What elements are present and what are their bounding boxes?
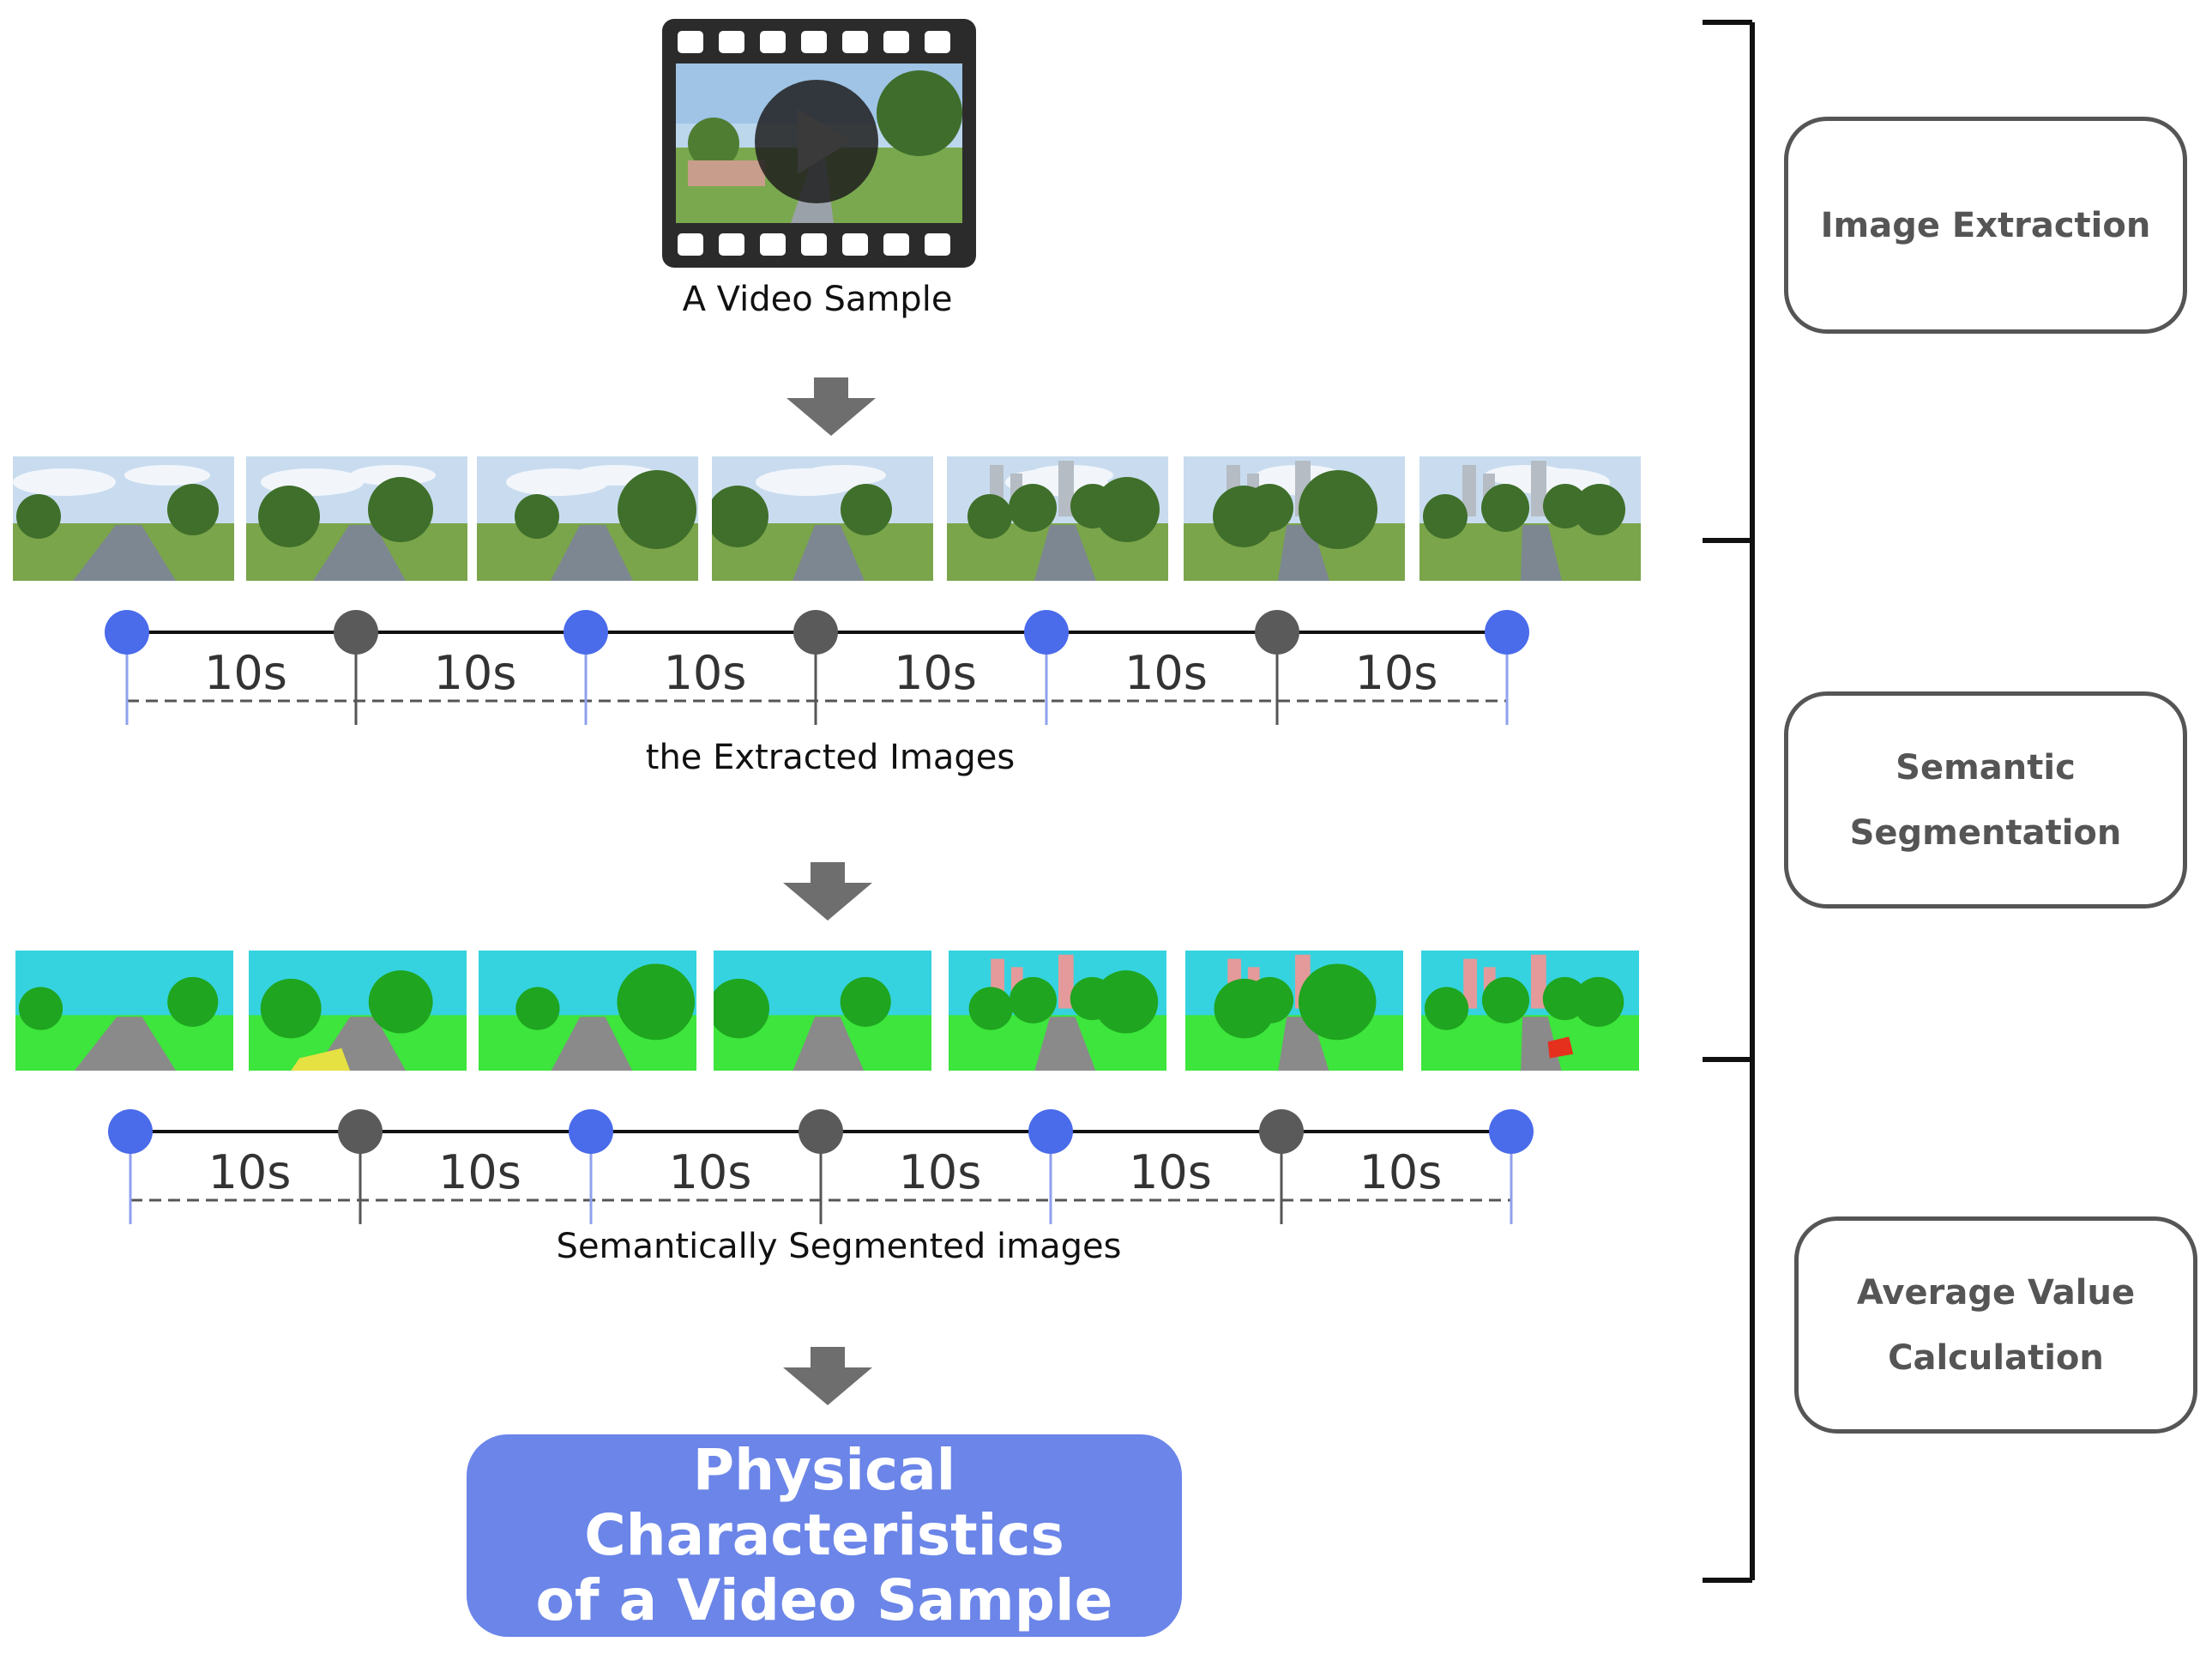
segmented-images-caption: Semantically Segmented images bbox=[556, 1227, 1122, 1266]
segmentation-timeline: 10s 10s 10s 10s 10s 10s bbox=[108, 1109, 1534, 1224]
gray-timeline-marker bbox=[338, 1109, 383, 1154]
interval-label: 10s bbox=[1129, 1145, 1212, 1199]
gray-timeline-marker bbox=[1255, 610, 1299, 655]
interval-label: 10s bbox=[1359, 1145, 1443, 1199]
extracted-image bbox=[13, 456, 234, 581]
gray-timeline-marker bbox=[334, 610, 378, 655]
interval-label: 10s bbox=[669, 1145, 752, 1199]
interval-label: 10s bbox=[894, 646, 977, 700]
blue-timeline-marker bbox=[1489, 1109, 1534, 1154]
stage-image-extraction: Image Extraction bbox=[1784, 117, 2187, 334]
interval-label: 10s bbox=[1124, 646, 1208, 700]
interval-label: 10s bbox=[438, 1145, 521, 1199]
segmented-image bbox=[479, 951, 696, 1071]
interval-label: 10s bbox=[899, 1145, 982, 1199]
down-arrow-icon bbox=[783, 1347, 872, 1405]
blue-timeline-marker bbox=[1028, 1109, 1073, 1154]
segmented-image bbox=[15, 951, 233, 1071]
down-arrow-icon bbox=[783, 862, 872, 921]
blue-timeline-marker bbox=[1485, 610, 1529, 655]
stage-label: Average Value Calculation bbox=[1856, 1272, 2136, 1378]
gray-timeline-marker bbox=[799, 1109, 843, 1154]
process-bracket bbox=[1703, 20, 1755, 1583]
segmented-images-strip bbox=[0, 951, 2212, 1079]
blue-timeline-marker bbox=[564, 610, 608, 655]
segmented-image bbox=[1185, 951, 1403, 1071]
stage-label: Semantic Segmentation bbox=[1849, 747, 2122, 853]
segmented-image bbox=[949, 951, 1166, 1071]
segmented-image bbox=[249, 951, 467, 1071]
interval-label: 10s bbox=[208, 1145, 292, 1199]
interval-label: 10s bbox=[664, 646, 747, 700]
segmented-image bbox=[1421, 951, 1639, 1071]
extracted-image bbox=[1419, 456, 1641, 581]
extracted-images-strip bbox=[0, 456, 2212, 585]
result-label: Physical Characteristics of a Video Samp… bbox=[535, 1437, 1113, 1633]
extracted-image bbox=[1184, 456, 1405, 581]
stage-label: Image Extraction bbox=[1820, 205, 2151, 245]
blue-timeline-marker bbox=[108, 1109, 153, 1154]
stage-average-value-calculation: Average Value Calculation bbox=[1794, 1216, 2197, 1434]
extracted-image bbox=[712, 456, 933, 581]
blue-timeline-marker bbox=[105, 610, 149, 655]
down-arrow-icon bbox=[787, 377, 876, 436]
extracted-images-caption: the Extracted Images bbox=[645, 738, 1016, 777]
video-sample-caption: A Video Sample bbox=[682, 280, 953, 319]
gray-timeline-marker bbox=[1259, 1109, 1304, 1154]
result-box: Physical Characteristics of a Video Samp… bbox=[467, 1434, 1182, 1637]
blue-timeline-marker bbox=[569, 1109, 613, 1154]
interval-label: 10s bbox=[1355, 646, 1438, 700]
extracted-image bbox=[477, 456, 698, 581]
segmented-image bbox=[714, 951, 931, 1071]
extracted-image bbox=[246, 456, 467, 581]
video-film-icon bbox=[662, 19, 976, 268]
interval-label: 10s bbox=[204, 646, 287, 700]
extracted-image bbox=[947, 456, 1168, 581]
blue-timeline-marker bbox=[1024, 610, 1069, 655]
stage-semantic-segmentation: Semantic Segmentation bbox=[1784, 691, 2187, 908]
interval-label: 10s bbox=[434, 646, 517, 700]
extraction-timeline: 10s 10s 10s 10s 10s 10s bbox=[105, 610, 1529, 725]
gray-timeline-marker bbox=[793, 610, 838, 655]
